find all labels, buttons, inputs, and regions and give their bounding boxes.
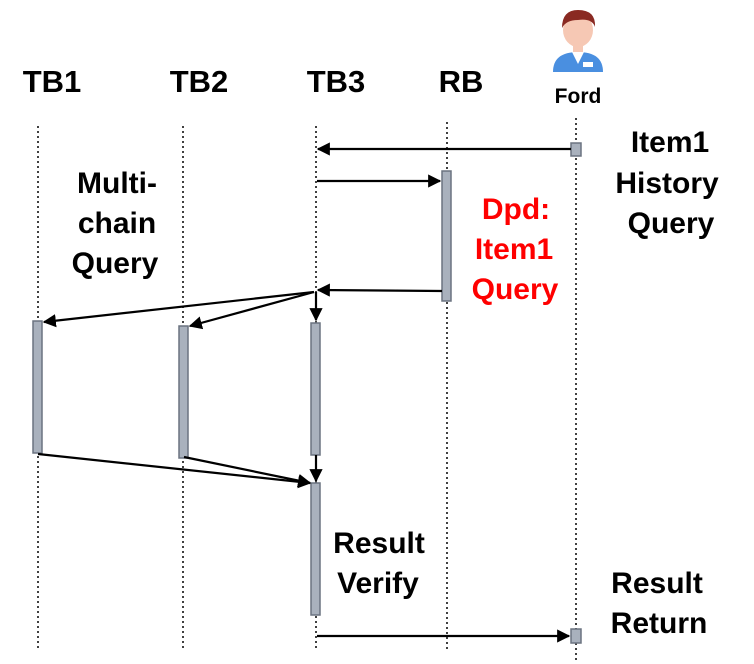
note-dpd-item1-query: Dpd: Item1 Query xyxy=(472,193,559,306)
activation-tb2 xyxy=(178,325,189,459)
activation-rb xyxy=(441,170,452,302)
svg-text:Multi-: Multi- xyxy=(77,167,157,200)
activation-tb3-query xyxy=(310,322,321,456)
svg-text:Result: Result xyxy=(333,527,425,560)
msg-tb1-to-tb3-verify xyxy=(37,452,312,489)
lane-label-ford: Ford xyxy=(555,85,602,108)
svg-text:Query: Query xyxy=(628,207,715,240)
msg-tb3-to-tb2 xyxy=(188,290,315,330)
activation-tb1 xyxy=(32,320,43,454)
svg-text:Dpd:: Dpd: xyxy=(482,193,550,226)
msg-tb3-to-tb1 xyxy=(42,290,315,328)
svg-text:Query: Query xyxy=(472,273,559,306)
svg-text:Item1: Item1 xyxy=(631,126,709,159)
activation-tb3-verify xyxy=(310,482,321,616)
msg-rb-to-tb3 xyxy=(316,283,443,297)
lane-label-rb: RB xyxy=(439,64,484,99)
person-icon xyxy=(553,10,603,72)
svg-text:chain: chain xyxy=(78,207,156,240)
activation-ford-return xyxy=(570,628,582,644)
note-result-verify: Result Verify xyxy=(333,527,425,600)
svg-text:Return: Return xyxy=(611,607,708,640)
svg-text:Verify: Verify xyxy=(337,567,419,600)
svg-text:Result: Result xyxy=(611,567,703,600)
note-item1-history-query: Item1 History Query xyxy=(615,126,719,240)
activation-ford-request xyxy=(570,142,582,157)
svg-text:Item1: Item1 xyxy=(475,233,553,266)
note-result-return: Result Return xyxy=(611,567,708,640)
svg-text:Query: Query xyxy=(72,247,159,280)
note-multichain-query: Multi- chain Query xyxy=(72,167,159,280)
lane-label-tb3: TB3 xyxy=(307,64,366,99)
messages xyxy=(37,142,571,643)
msg-tb2-to-tb3-verify xyxy=(183,455,312,488)
svg-text:History: History xyxy=(615,167,719,200)
lane-label-tb1: TB1 xyxy=(23,64,82,99)
lane-label-tb2: TB2 xyxy=(170,64,229,99)
